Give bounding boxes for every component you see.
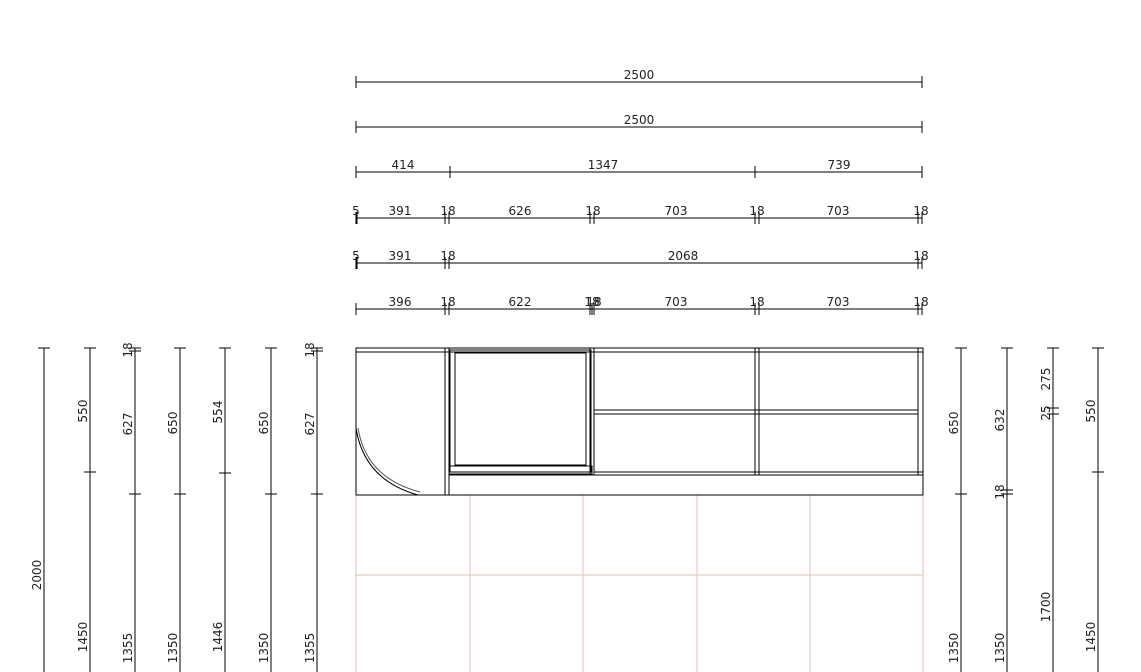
dim-label: 650 [947, 412, 961, 435]
dim-col-right-2: 632 18 1350 [993, 347, 1013, 672]
dim-row-6: 396 18 622 18 18 703 18 703 18 [355, 295, 929, 315]
dim-label: 18 [749, 295, 764, 309]
dim-label: 632 [993, 409, 1007, 432]
dim-label: 1355 [303, 633, 317, 664]
dim-label: 703 [827, 295, 850, 309]
dim-label: 650 [257, 412, 271, 435]
dim-label: 18 [584, 295, 599, 309]
dim-label: 18 [585, 204, 600, 218]
dim-row-3: 414 1347 739 [355, 158, 923, 178]
dim-label: 18 [440, 249, 455, 263]
dim-label: 396 [389, 295, 412, 309]
dim-label: 554 [211, 401, 225, 424]
dim-label: 275 [1039, 368, 1053, 391]
dim-label: 18 [303, 342, 317, 357]
dim-label: 626 [509, 204, 532, 218]
dim-label: 18 [913, 295, 928, 309]
dim-label: 1446 [211, 622, 225, 653]
vertical-dimensions-left: 2000 550 1450 18 627 1355 650 1350 [30, 342, 323, 672]
dim-col-right-1: 650 1350 [947, 347, 967, 672]
dim-label: 5 [352, 249, 360, 263]
corner-end-panel [355, 351, 446, 496]
dim-col-left-6: 650 1350 [257, 347, 277, 672]
dim-label: 550 [1084, 400, 1098, 423]
floor-grid [355, 495, 924, 672]
dim-label: 1700 [1039, 592, 1053, 623]
dim-label: 18 [913, 204, 928, 218]
dim-col-left-7: 18 627 1355 [303, 342, 323, 672]
dim-label: 650 [166, 412, 180, 435]
dim-label: 627 [303, 413, 317, 436]
dim-label: 1347 [588, 158, 619, 172]
dim-label: 1450 [76, 622, 90, 653]
dim-label: 18 [121, 342, 135, 357]
dim-label: 550 [76, 400, 90, 423]
dim-label: 5 [352, 204, 360, 218]
dim-label: 627 [121, 413, 135, 436]
dim-label: 18 [586, 295, 601, 309]
dim-label: 703 [665, 204, 688, 218]
wall-cabinet-elevation [355, 347, 924, 496]
dim-row-1: 2500 [355, 68, 923, 88]
dim-col-left-2: 550 1450 [76, 347, 96, 672]
dim-label: 1350 [993, 633, 1007, 664]
dim-label: 1355 [121, 633, 135, 664]
dim-label: 2068 [668, 249, 699, 263]
glass-door [449, 349, 592, 473]
dim-label: 391 [389, 249, 412, 263]
dim-row-2: 2500 [355, 113, 923, 133]
dim-label: 391 [389, 204, 412, 218]
dim-label: 1350 [166, 633, 180, 664]
dim-label: 18 [440, 295, 455, 309]
dim-label: 1450 [1084, 622, 1098, 653]
dim-label: 703 [665, 295, 688, 309]
vertical-dimensions-right: 650 1350 632 18 1350 275 25 1700 [947, 347, 1104, 672]
dim-label: 25 [1039, 405, 1053, 420]
dim-label: 414 [392, 158, 415, 172]
dim-col-left-3: 18 627 1355 [121, 342, 141, 672]
dim-label: 2500 [624, 68, 655, 82]
dim-label: 18 [913, 249, 928, 263]
horizontal-dimensions: 2500 2500 414 1347 739 [352, 68, 929, 315]
dim-label: 18 [749, 204, 764, 218]
dim-label: 1350 [257, 633, 271, 664]
dim-label: 18 [440, 204, 455, 218]
dim-col-right-4: 550 1450 [1084, 347, 1104, 672]
dim-col-left-1: 2000 [30, 347, 50, 672]
dim-label: 739 [828, 158, 851, 172]
dim-label: 622 [509, 295, 532, 309]
dim-col-right-3: 275 25 1700 [1039, 347, 1059, 672]
dim-label: 703 [827, 204, 850, 218]
dim-label: 18 [993, 484, 1007, 499]
dim-label: 2000 [30, 560, 44, 591]
dim-row-4: 5 391 18 626 18 703 18 703 18 [352, 204, 929, 224]
dim-col-left-5: 554 1446 [211, 347, 231, 672]
dim-label: 2500 [624, 113, 655, 127]
dim-row-5: 5 391 18 2068 18 [352, 249, 929, 269]
dim-col-left-4: 650 1350 [166, 347, 186, 672]
dim-label: 1350 [947, 633, 961, 664]
